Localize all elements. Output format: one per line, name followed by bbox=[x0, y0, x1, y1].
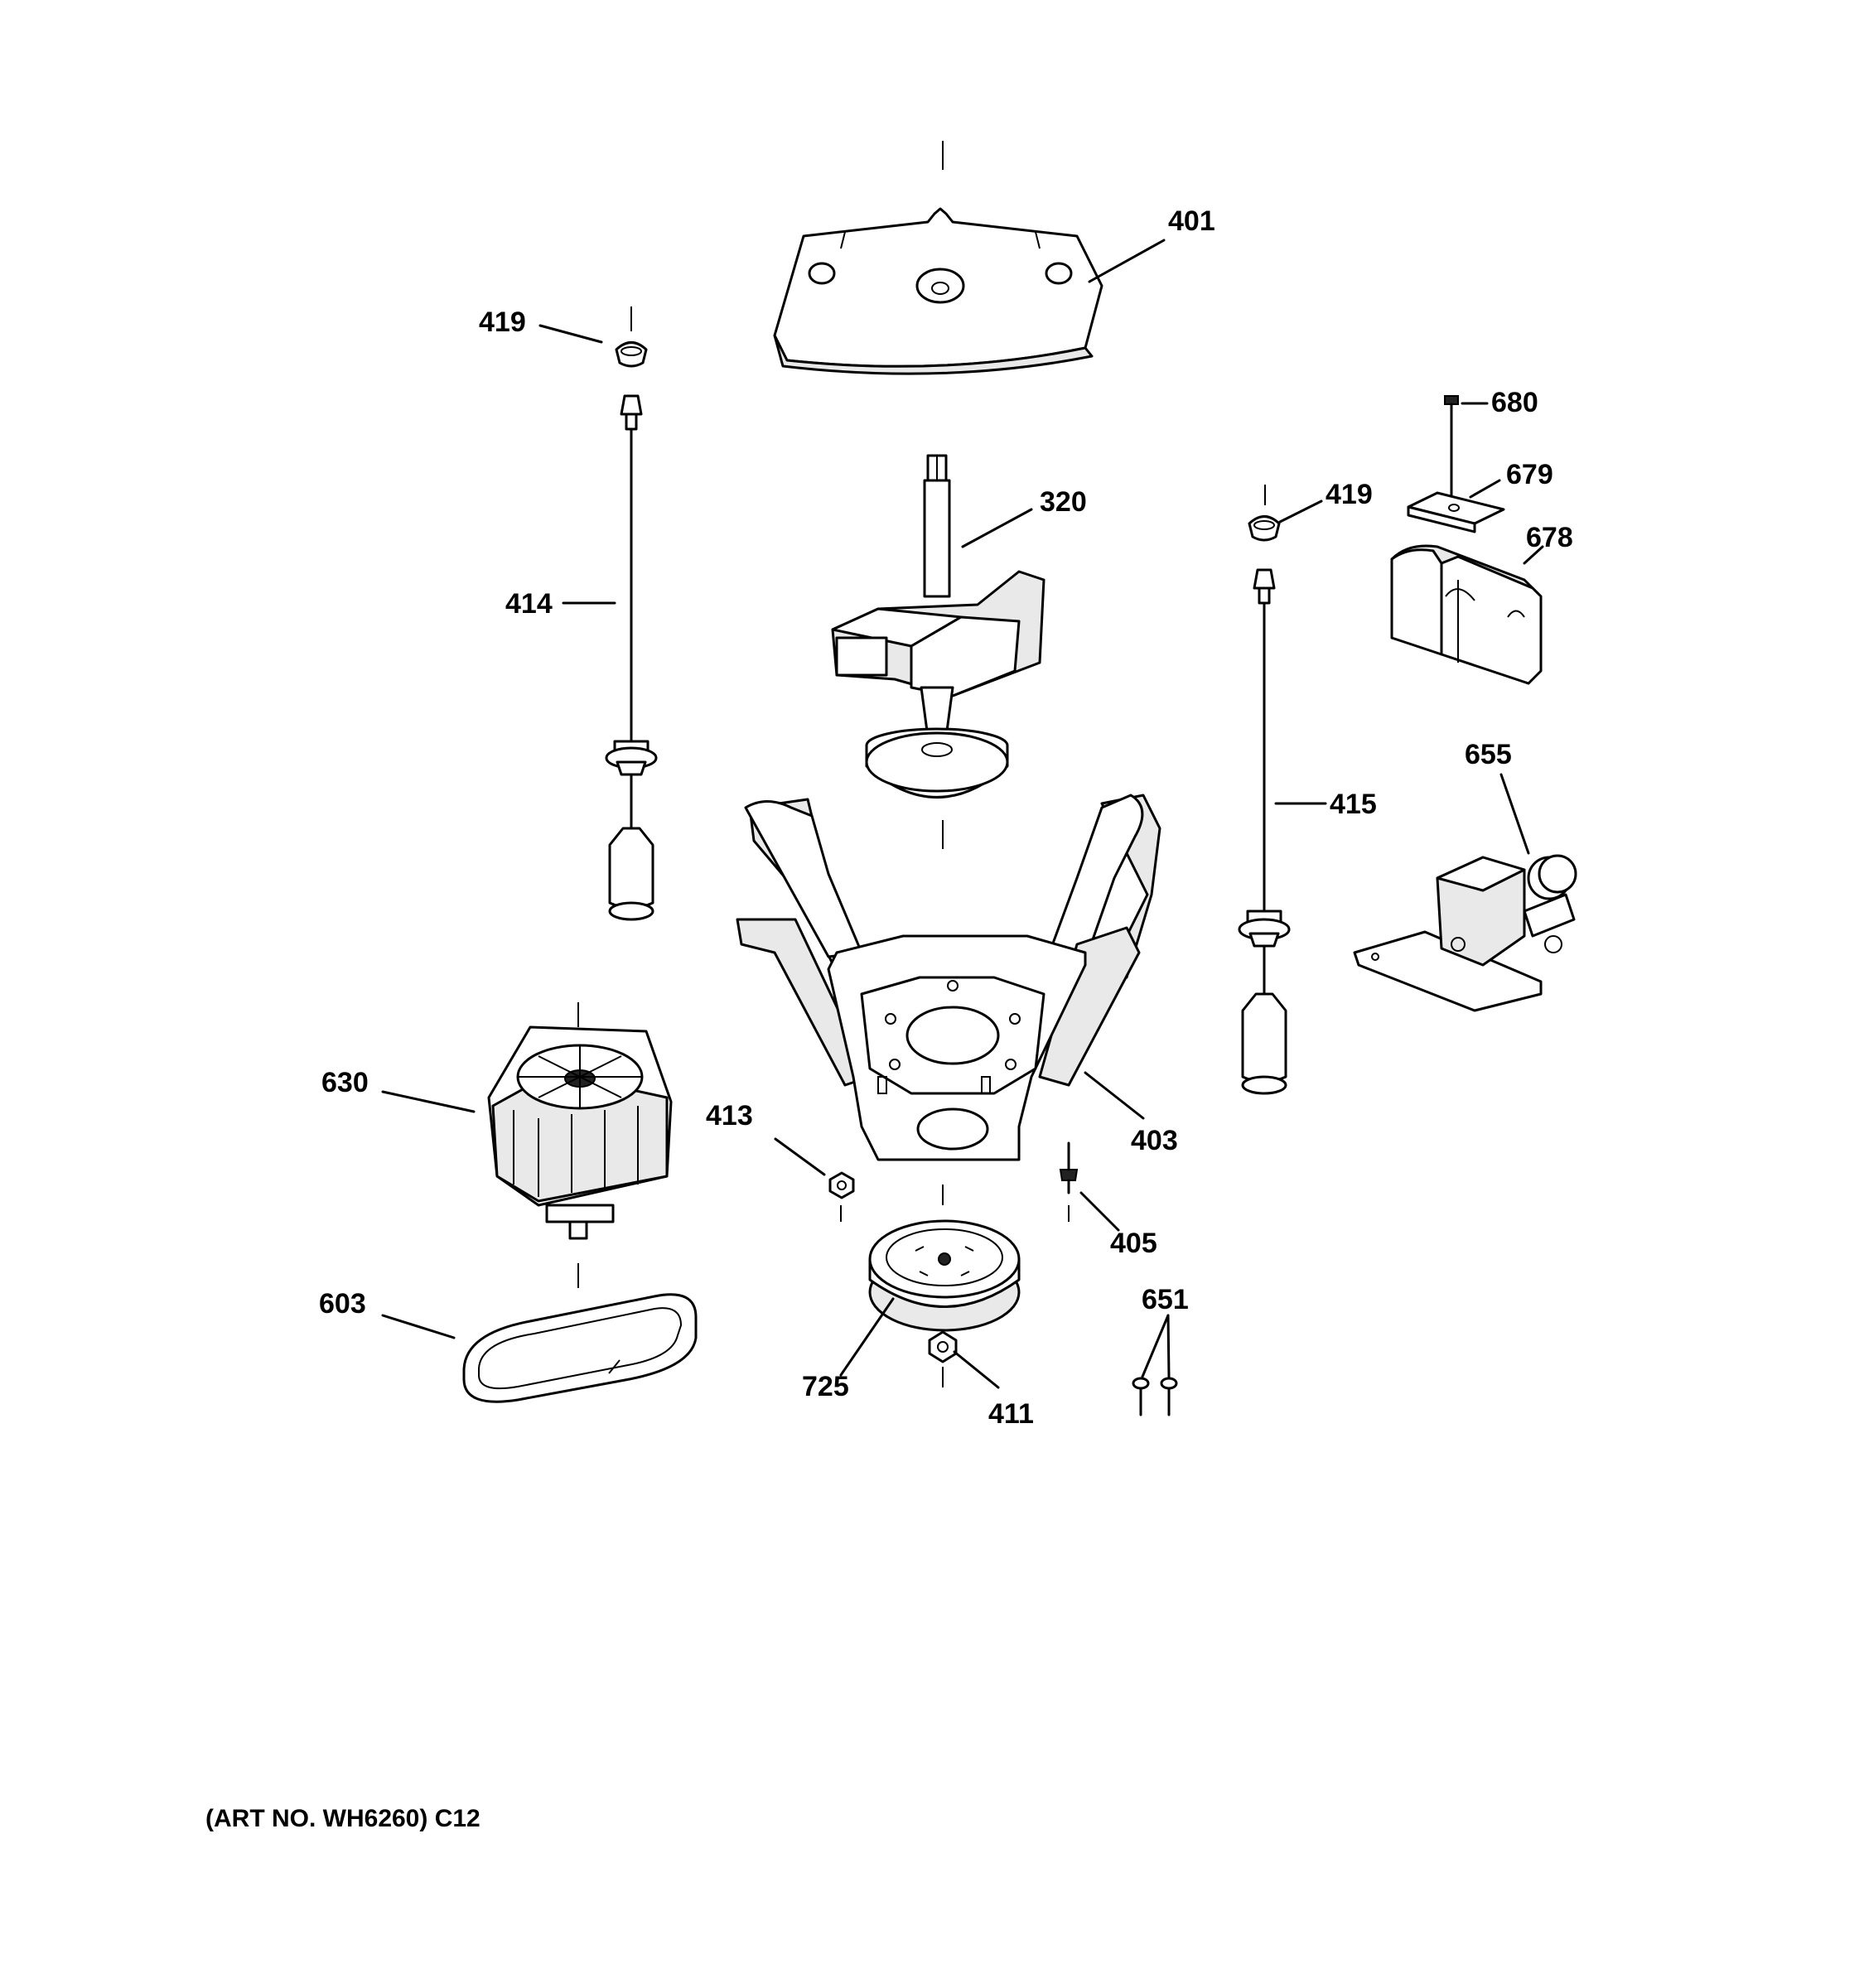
callout-401: 401 bbox=[1168, 205, 1215, 237]
callout-405: 405 bbox=[1110, 1228, 1157, 1259]
callout-630: 630 bbox=[321, 1067, 369, 1098]
part-419-cap-right bbox=[1248, 515, 1281, 542]
callout-680: 680 bbox=[1491, 387, 1538, 418]
callout-603: 603 bbox=[319, 1288, 366, 1320]
callout-403: 403 bbox=[1131, 1125, 1178, 1156]
callout-725: 725 bbox=[802, 1371, 849, 1402]
part-414-suspension-rod bbox=[605, 394, 658, 921]
part-419-cap-left bbox=[615, 341, 648, 368]
leader-lines bbox=[381, 239, 1544, 1389]
callout-678: 678 bbox=[1526, 522, 1573, 553]
callout-labels: 401 419 419 320 414 415 680 679 678 655 … bbox=[319, 205, 1573, 1430]
callout-679: 679 bbox=[1506, 459, 1553, 490]
callout-655: 655 bbox=[1465, 739, 1512, 770]
part-679-plate bbox=[1407, 491, 1505, 533]
callout-419-right: 419 bbox=[1326, 479, 1373, 510]
part-413-nut bbox=[828, 1171, 855, 1199]
callout-413: 413 bbox=[706, 1100, 753, 1132]
part-725-pulley bbox=[868, 1219, 1021, 1332]
callout-414: 414 bbox=[505, 588, 553, 620]
part-680-bolt bbox=[1444, 395, 1459, 503]
callout-651: 651 bbox=[1142, 1284, 1189, 1315]
part-401-tub-cover bbox=[773, 207, 1103, 375]
part-405-screw bbox=[1059, 1141, 1079, 1194]
part-320-transmission bbox=[831, 454, 1045, 799]
part-603-belt bbox=[462, 1293, 698, 1403]
part-403-base-bracket bbox=[736, 794, 1161, 1161]
part-678-counterweight bbox=[1390, 544, 1543, 685]
part-411-nut bbox=[928, 1330, 958, 1363]
callout-419-left: 419 bbox=[479, 306, 526, 338]
part-630-motor bbox=[487, 1025, 673, 1240]
callout-415: 415 bbox=[1330, 789, 1377, 820]
callout-411: 411 bbox=[988, 1398, 1034, 1430]
part-415-suspension-rod bbox=[1238, 568, 1291, 1095]
art-number-caption: (ART NO. WH6260) C12 bbox=[205, 1805, 480, 1832]
part-655-pump bbox=[1353, 854, 1577, 1012]
callout-320: 320 bbox=[1040, 486, 1087, 518]
part-651-screws bbox=[1132, 1377, 1178, 1416]
